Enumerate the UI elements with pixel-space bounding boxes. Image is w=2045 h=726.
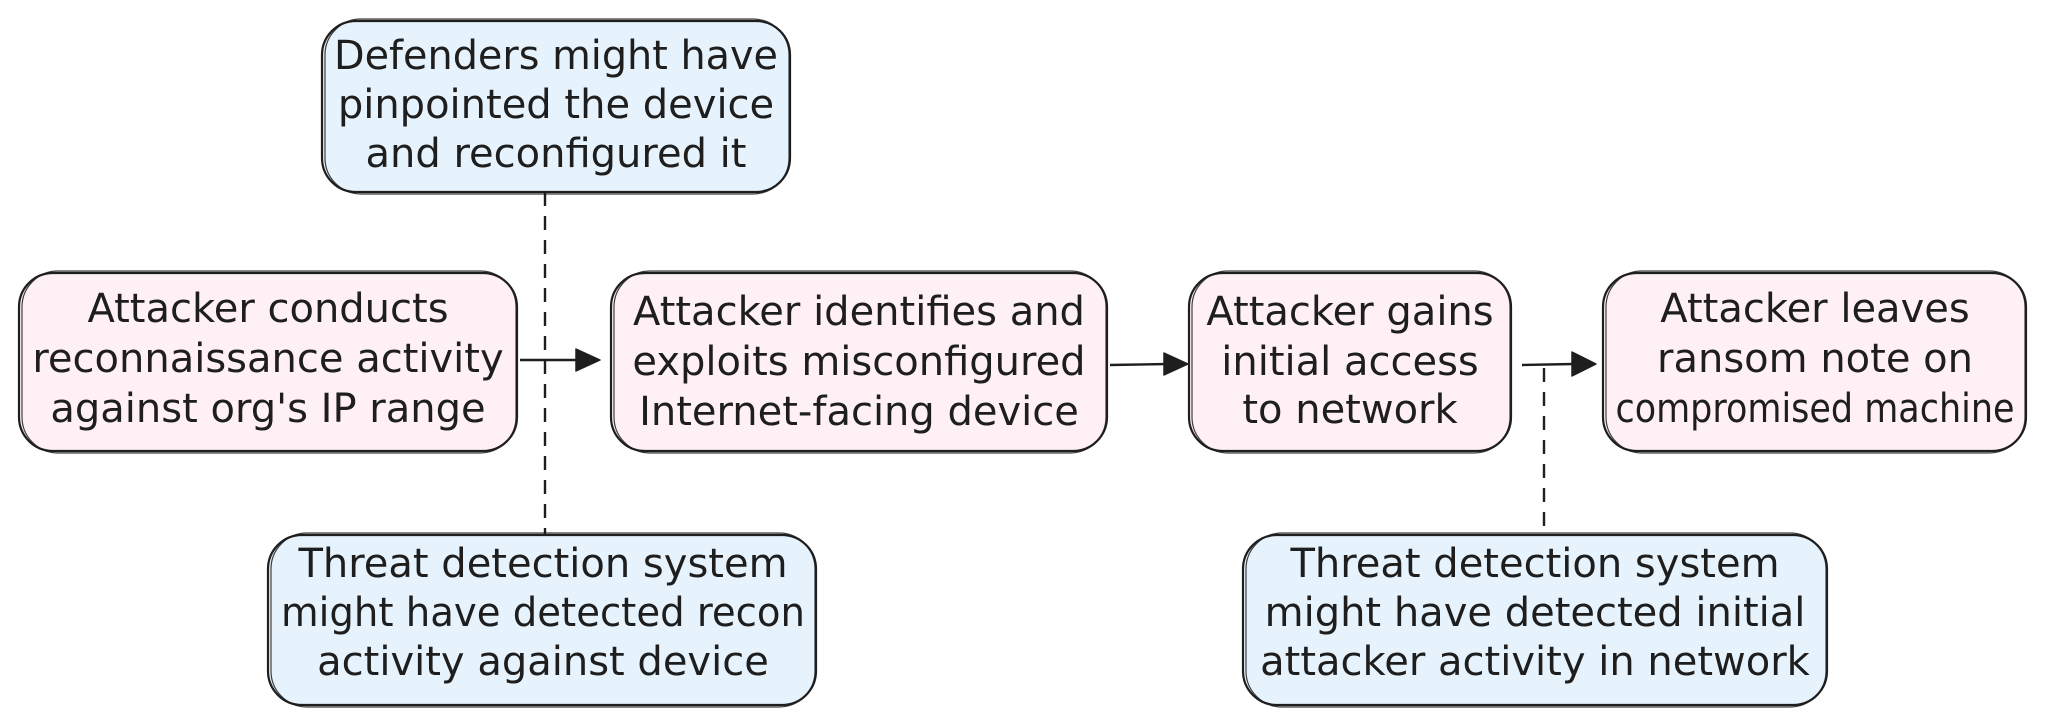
node-detect-network: Threat detection system might have detec… [1241, 532, 1829, 708]
node-access-line-2: initial access [1221, 339, 1479, 385]
node-defenders: Defenders might have pinpointed the devi… [320, 18, 792, 195]
node-ransom: Attacker leaves ransom note on compromis… [1601, 270, 2028, 454]
arrow-access-to-ransom [1521, 351, 1597, 377]
node-recon-line-2: reconnaissance activity [32, 336, 503, 382]
node-detect-recon: Threat detection system might have detec… [266, 532, 818, 708]
node-exploit: Attacker identifies and exploits misconf… [609, 270, 1109, 454]
node-defenders-line-3: and reconfigured it [366, 131, 747, 177]
node-ransom-line-2: ransom note on [1657, 336, 1973, 382]
node-detect-network-line-3: attacker activity in network [1260, 639, 1811, 685]
node-access-line-1: Attacker gains [1206, 289, 1493, 335]
node-recon-line-3: against org's IP range [50, 386, 485, 432]
node-defenders-line-2: pinpointed the device [338, 82, 774, 128]
node-ransom-line-3: compromised machine [1616, 386, 2015, 432]
node-detect-recon-line-3: activity against device [317, 639, 769, 685]
node-access-line-3: to network [1242, 387, 1458, 433]
node-access: Attacker gains initial access to network [1187, 270, 1513, 454]
node-detect-recon-line-2: might have detected recon [281, 590, 805, 636]
node-exploit-line-2: exploits misconfigured [632, 339, 1085, 385]
node-exploit-line-3: Internet-facing device [639, 389, 1079, 435]
node-recon-line-1: Attacker conducts [87, 286, 448, 332]
node-exploit-line-1: Attacker identifies and [633, 289, 1085, 335]
node-detect-network-line-2: might have detected initial [1265, 590, 1806, 636]
arrow-recon-to-exploit [520, 348, 601, 372]
node-detect-recon-line-1: Threat detection system [297, 541, 787, 587]
node-ransom-line-1: Attacker leaves [1660, 286, 1969, 332]
node-detect-network-line-1: Threat detection system [1289, 541, 1779, 587]
node-defenders-line-1: Defenders might have [334, 33, 778, 79]
node-recon: Attacker conducts reconnaissance activit… [17, 270, 519, 454]
arrow-exploit-to-access [1109, 352, 1189, 376]
